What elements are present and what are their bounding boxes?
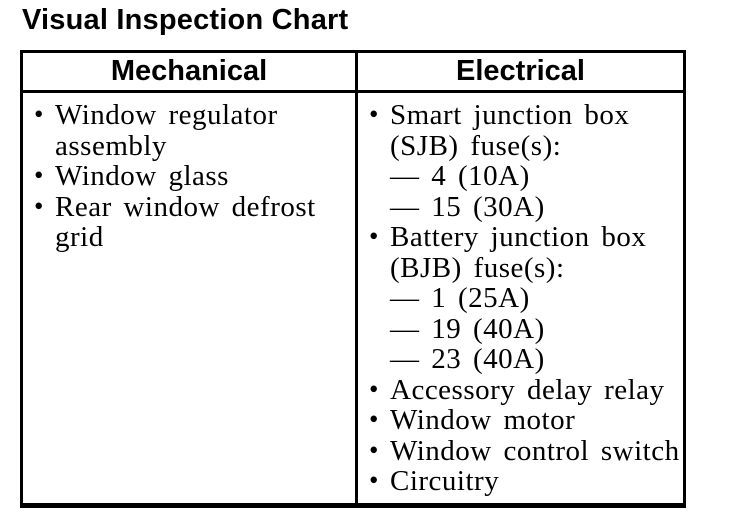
- list-item-text: Rear window defrost: [55, 190, 316, 223]
- list-item: — 19 (40A): [358, 312, 683, 345]
- list-item: assembly: [23, 129, 355, 162]
- list-item: — 1 (25A): [358, 283, 683, 314]
- list-item: — 15 (30A): [358, 190, 683, 223]
- bullet-icon: •: [34, 160, 44, 190]
- page-title: Visual Inspection Chart: [22, 4, 349, 36]
- list-item: • Window control switch: [358, 434, 683, 467]
- list-item-text: Window glass: [55, 160, 229, 192]
- mechanical-cell: • Window regulator assembly • Window gla…: [23, 93, 355, 503]
- electrical-cell: • Smart junction box (SJB) fuse(s): — 4 …: [355, 93, 683, 503]
- list-item: • Window motor: [358, 404, 683, 436]
- list-item: • Accessory delay relay: [358, 373, 683, 406]
- table-header-row: Mechanical Electrical: [23, 53, 683, 93]
- column-header-electrical: Electrical: [355, 53, 683, 90]
- list-item-text: — 4 (10A): [390, 160, 530, 192]
- list-item: • Rear window defrost: [23, 190, 355, 223]
- visual-inspection-table: Mechanical Electrical • Window regulator…: [20, 50, 686, 508]
- bullet-icon: •: [34, 99, 44, 129]
- bullet-icon: •: [369, 99, 379, 129]
- list-item-text: Battery junction box: [390, 221, 647, 253]
- list-item-text: (SJB) fuse(s):: [390, 129, 562, 162]
- list-item-text: — 23 (40A): [390, 343, 545, 375]
- bullet-icon: •: [369, 373, 379, 404]
- bullet-icon: •: [34, 190, 44, 221]
- list-item-text: — 19 (40A): [390, 312, 545, 345]
- list-item-text: Window regulator: [55, 99, 278, 131]
- list-item-text: (BJB) fuse(s):: [390, 251, 565, 284]
- list-item: — 4 (10A): [358, 161, 683, 192]
- list-item: • Window regulator: [23, 99, 355, 131]
- list-item: • Window glass: [23, 160, 355, 192]
- bullet-icon: •: [369, 434, 379, 465]
- list-item: • Smart junction box: [358, 99, 683, 131]
- list-item: (BJB) fuse(s):: [358, 251, 683, 284]
- list-item-text: Smart junction box: [390, 99, 630, 131]
- list-item-text: Window control switch: [390, 434, 680, 467]
- bullet-icon: •: [369, 465, 379, 495]
- list-item-text: Circuitry: [390, 465, 500, 497]
- list-item-text: assembly: [55, 129, 167, 162]
- list-item: • Battery junction box: [358, 221, 683, 253]
- list-item-text: Window motor: [390, 404, 576, 436]
- column-header-mechanical: Mechanical: [110, 55, 268, 87]
- list-item: grid: [23, 222, 355, 253]
- list-item-text: — 1 (25A): [390, 282, 530, 314]
- list-item-text: Accessory delay relay: [390, 373, 665, 406]
- list-item-text: — 15 (30A): [390, 190, 545, 223]
- list-item: (SJB) fuse(s):: [358, 129, 683, 162]
- list-item-text: grid: [55, 221, 104, 253]
- bullet-icon: •: [369, 221, 379, 251]
- list-item: — 23 (40A): [358, 344, 683, 375]
- table-body-row: • Window regulator assembly • Window gla…: [23, 93, 683, 503]
- bullet-icon: •: [369, 404, 379, 434]
- list-item: • Circuitry: [358, 465, 683, 497]
